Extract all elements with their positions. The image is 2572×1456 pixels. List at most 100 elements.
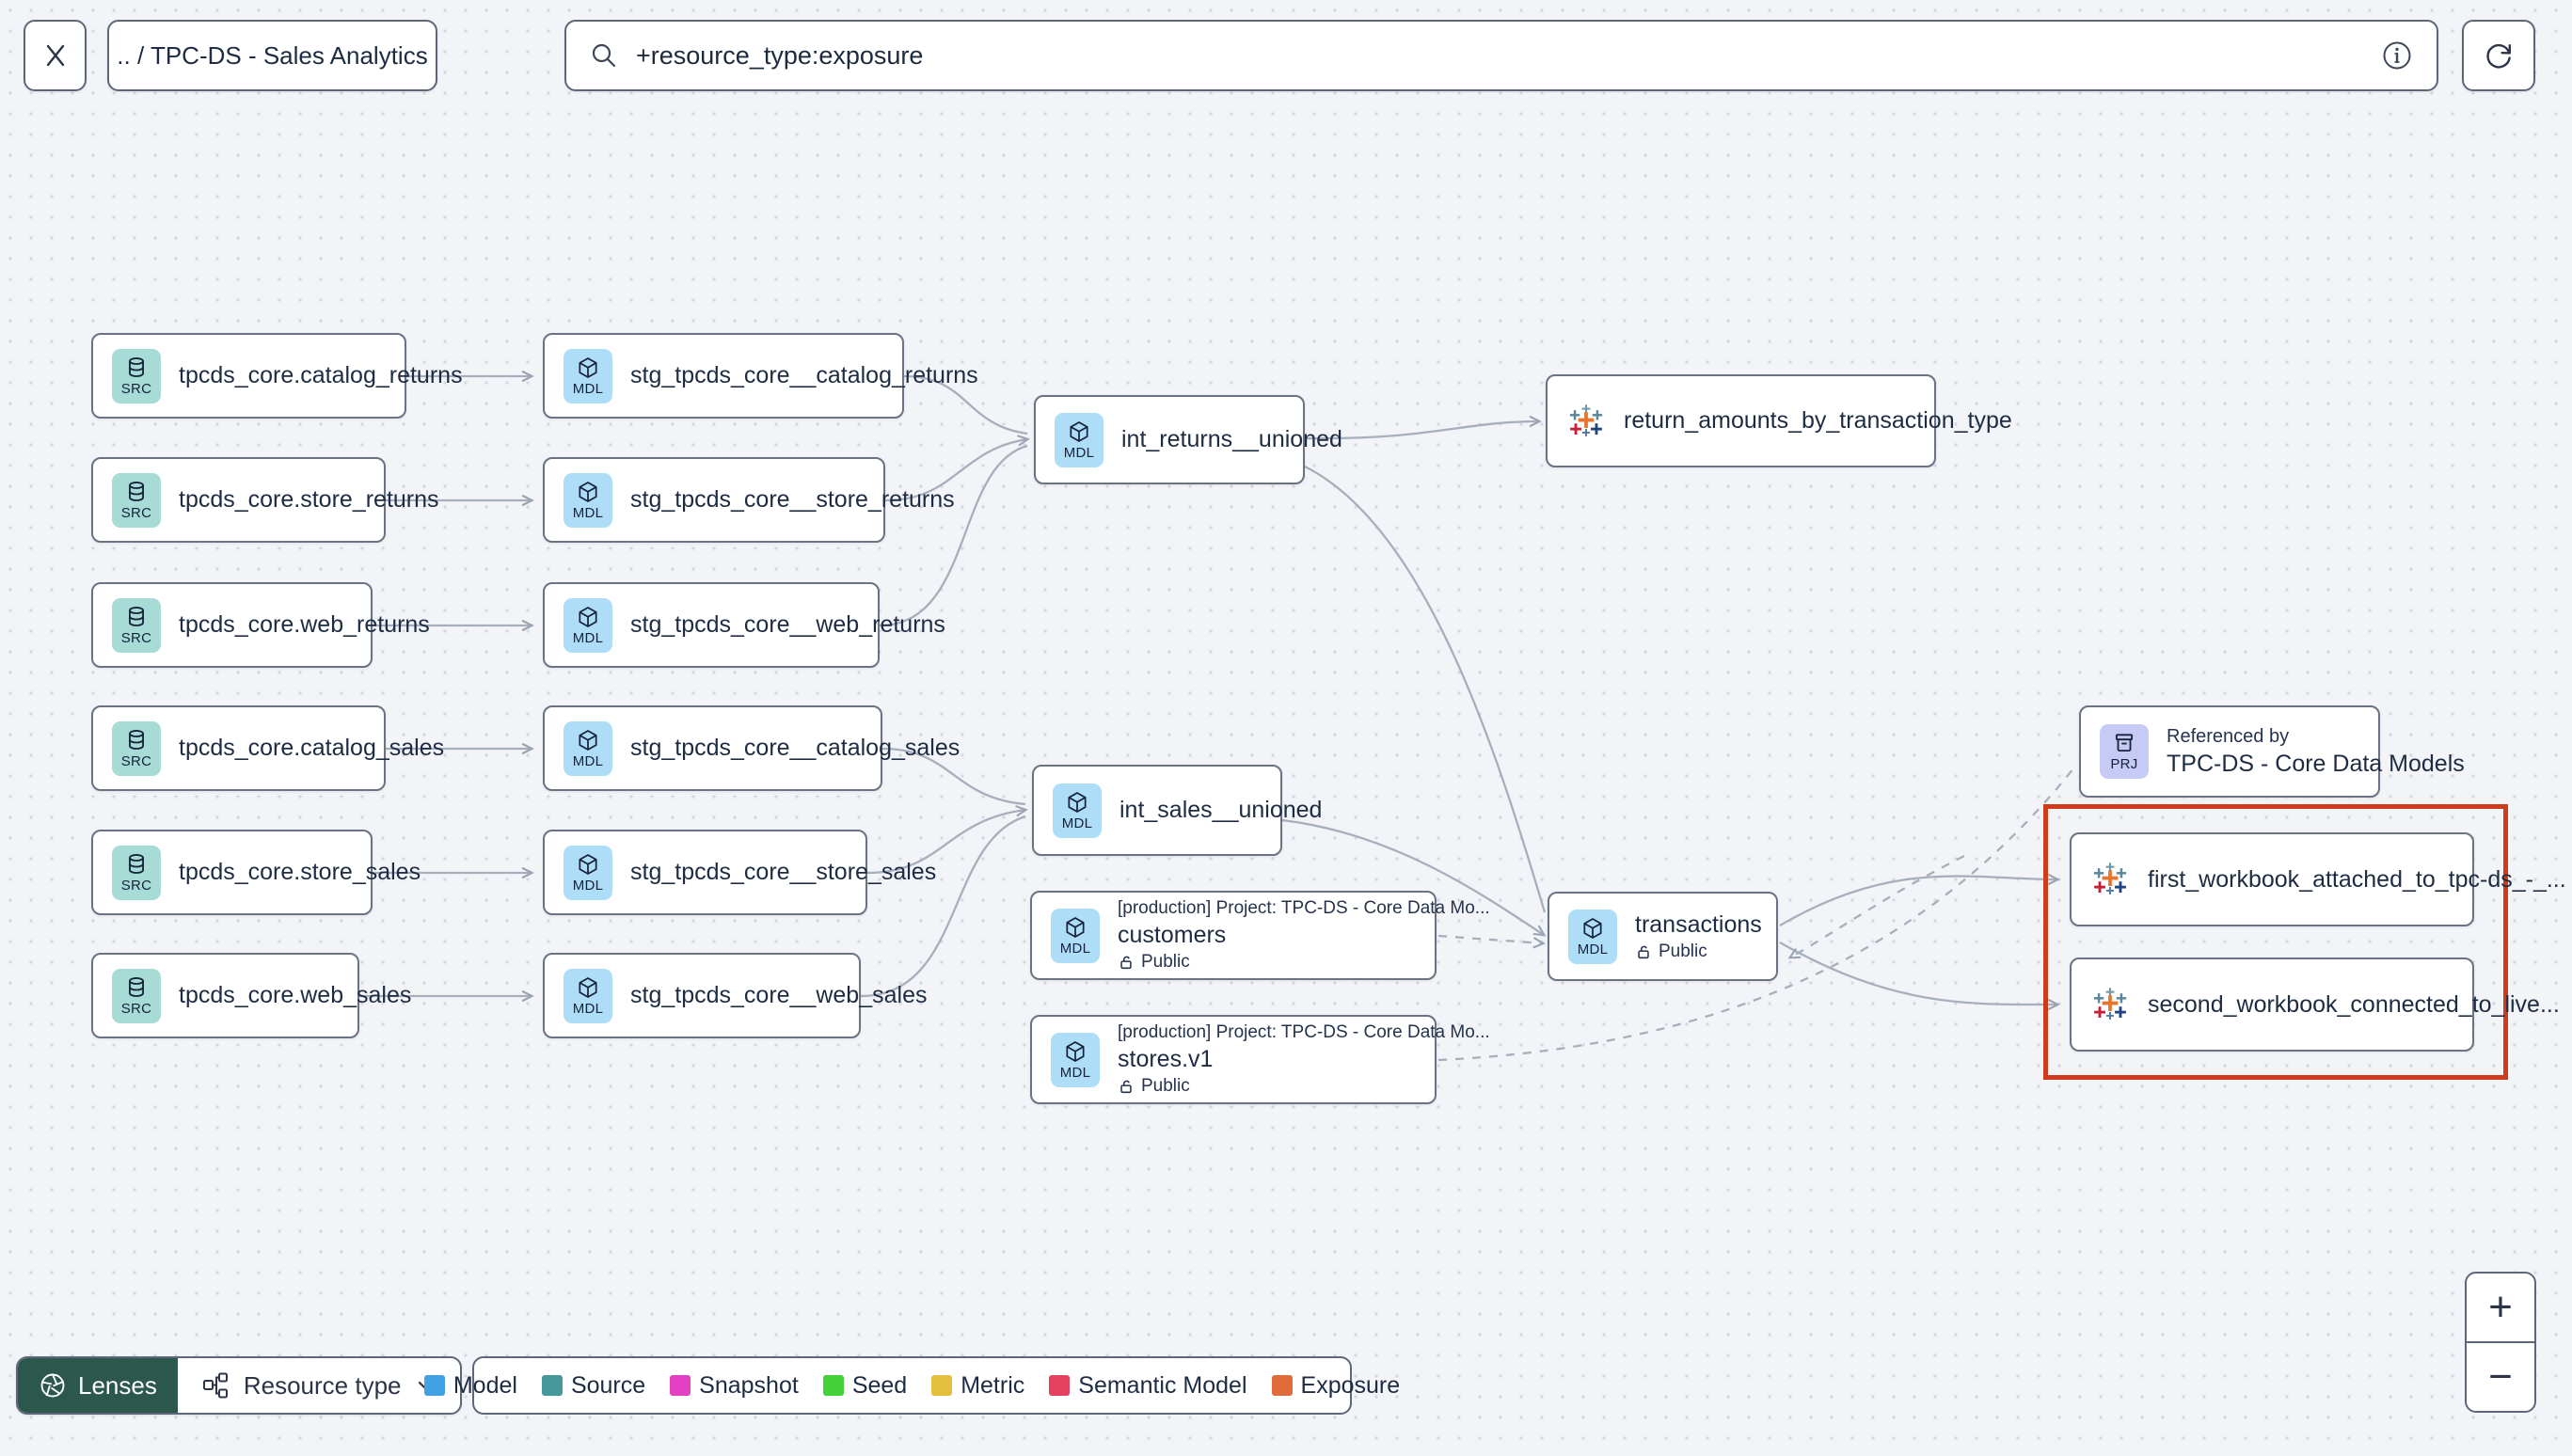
database-icon [124,605,149,629]
resource-badge: SRC [120,629,152,646]
breadcrumb[interactable]: .. / TPC-DS - Sales Analytics [107,20,437,91]
legend-item-seed: Seed [822,1372,907,1400]
node-second-workbook[interactable]: second_workbook_connected_to_live... [2070,957,2560,1052]
model-cube-icon [1063,1039,1088,1064]
legend-item-metric: Metric [931,1372,1024,1400]
node-title: int_sales__unioned [1119,797,1323,823]
resource-badge: MDL [572,1000,604,1017]
resource-badge: MDL [1577,941,1609,957]
resource-type-dropdown[interactable]: Resource type [178,1358,460,1413]
resource-badge: MDL [572,629,604,646]
node-text: stg_tpcds_core__store_sales [630,859,937,886]
model-icon-chip: MDL [564,968,612,1023]
legend-swatch [822,1375,844,1396]
node-src-store-sales[interactable]: SRC tpcds_core.store_sales [91,830,421,915]
zoom-out-button[interactable]: − [2488,1353,2513,1400]
node-text: tpcds_core.catalog_sales [179,735,445,762]
edge-transactions-to-first-workbook [1779,877,2057,926]
search-bar [564,20,2438,91]
source-icon-chip: SRC [112,597,161,653]
model-cube-icon [1065,790,1089,815]
model-icon-chip: MDL [564,472,612,528]
refresh-icon [2482,39,2516,72]
node-first-workbook[interactable]: first_workbook_attached_to_tpc-ds_-_... [2070,832,2566,926]
model-icon-chip: MDL [564,348,612,404]
database-icon [124,728,149,752]
node-title: second_workbook_connected_to_live... [2148,990,2560,1018]
node-text: return_amounts_by_transaction_type [1624,407,2012,435]
node-access-meta: Public [1118,1076,1416,1097]
node-text: stg_tpcds_core__web_returns [630,611,945,639]
legend-label: Model [452,1371,517,1399]
model-cube-icon [576,852,600,877]
node-text: tpcds_core.store_sales [179,859,421,886]
legend-swatch [1271,1375,1293,1396]
node-stg-store-returns[interactable]: MDL stg_tpcds_core__store_returns [543,457,955,543]
search-input[interactable] [634,40,2365,71]
node-title: transactions [1635,910,1762,938]
resource-badge: SRC [120,1000,152,1017]
model-cube-icon [576,356,600,380]
selection-highlight-rect [2043,804,2508,1080]
source-icon-chip: SRC [112,968,161,1023]
node-int-sales-unioned[interactable]: MDL int_sales__unioned [1032,765,1323,856]
node-title: stg_tpcds_core__web_sales [630,982,928,1008]
zoom-in-button[interactable]: + [2467,1274,2534,1343]
resource-badge: SRC [120,752,152,769]
node-text: first_workbook_attached_to_tpc-ds_-_... [2148,866,2566,894]
node-text: [production] Project: TPC-DS - Core Data… [1118,898,1490,973]
lenses-button[interactable]: Lenses [18,1358,178,1413]
lenses-control-group: Lenses Resource type [16,1356,462,1415]
legend-item-model: Model [423,1371,517,1400]
node-stg-web-returns[interactable]: MDL stg_tpcds_core__web_returns [543,582,945,668]
edge-int-sales-unioned-to-transactions [1281,818,1544,935]
node-text: stg_tpcds_core__catalog_sales [630,735,960,762]
node-return-amounts[interactable]: return_amounts_by_transaction_type [1546,374,2012,467]
node-src-catalog-sales[interactable]: SRC tpcds_core.catalog_sales [91,705,445,791]
node-title: stg_tpcds_core__store_sales [630,859,937,885]
edge-int-returns-unioned-to-transactions [1304,465,1547,913]
refresh-button[interactable] [2462,20,2535,91]
node-stores-v1[interactable]: MDL[production] Project: TPC-DS - Core D… [1030,1015,1490,1104]
resource-badge: MDL [572,380,604,397]
legend-swatch [1049,1375,1071,1396]
close-button[interactable] [24,20,87,91]
legend-label: Metric [961,1371,1025,1399]
edge-stg-catalog-returns-to-int-returns-unioned [903,374,1028,435]
node-title: tpcds_core.catalog_returns [179,362,463,388]
resource-badge: MDL [1061,815,1093,831]
info-icon[interactable] [2380,39,2414,72]
source-icon-chip: SRC [112,845,161,900]
resource-type-icon [200,1370,230,1401]
resource-badge: SRC [120,504,152,521]
node-title: customers [1118,922,1227,948]
node-title: stg_tpcds_core__store_returns [630,486,955,513]
lenses-aperture-icon [39,1371,67,1400]
edge-stg-web-returns-to-int-returns-unioned [879,444,1028,627]
edge-int-returns-unioned-to-return-amounts [1304,421,1539,440]
unlocked-icon [1118,1078,1135,1095]
edge-stg-web-sales-to-int-sales-unioned [860,815,1026,998]
legend-label: Semantic Model [1078,1371,1247,1399]
search-icon [589,40,619,71]
legend-item-source: Source [541,1372,645,1400]
legend-label: Snapshot [699,1371,799,1399]
node-customers[interactable]: MDL[production] Project: TPC-DS - Core D… [1030,891,1490,980]
node-header: [production] Project: TPC-DS - Core Data… [1118,1022,1490,1042]
node-title: tpcds_core.catalog_sales [179,735,445,761]
node-stg-web-sales[interactable]: MDL stg_tpcds_core__web_sales [543,953,928,1038]
access-label: Public [1141,1076,1190,1096]
